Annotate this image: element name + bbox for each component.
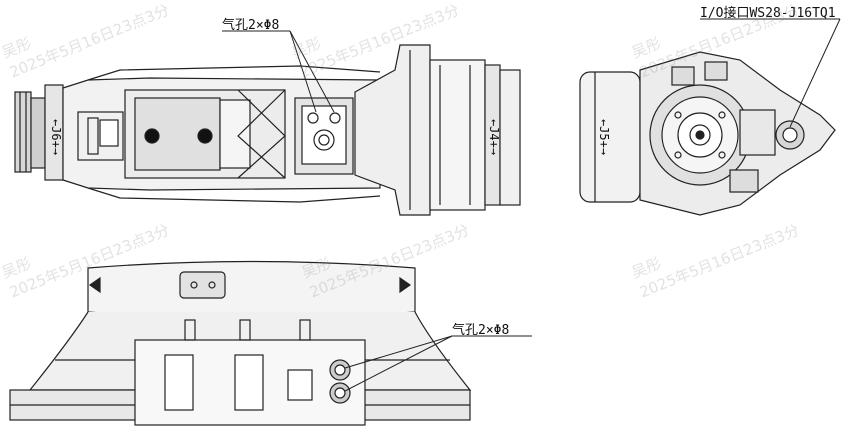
j6-joint-label: ←J6+→	[49, 118, 64, 156]
j4-joint-label: ←J4+→	[487, 118, 502, 156]
top-view	[14, 44, 521, 216]
j5-joint-label: ←J5+→	[597, 118, 612, 156]
air-hole-bottom-callout: 气孔2×Φ8	[452, 323, 510, 338]
base-view	[9, 260, 472, 426]
air-hole-top-callout: 气孔2×Φ8	[222, 18, 280, 33]
side-view	[579, 51, 836, 216]
io-port-callout: I/O接口WS28-J16TQ1	[700, 6, 836, 21]
leader-lines	[222, 18, 841, 392]
